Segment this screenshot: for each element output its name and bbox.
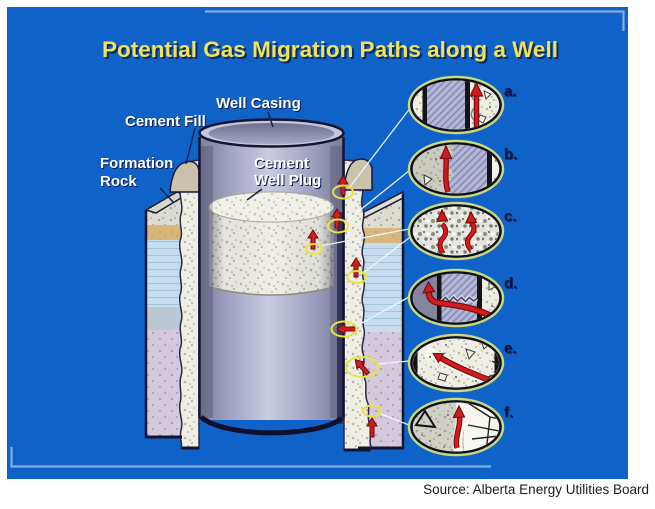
cement-plug-leader [246,188,263,201]
cement-fill-label: Cement Fill [125,113,206,130]
highlight-a [332,184,354,200]
callout-c [407,201,505,261]
callout-letter-f: f. [504,404,513,421]
source-caption: Source: Alberta Energy Utilities Board [423,482,649,497]
well-casing-leader [267,111,274,128]
well-casing-label: Well Casing [216,95,301,112]
highlight-f [362,404,382,418]
callout-d [407,268,505,328]
casing-rim-opening [208,123,335,144]
frame-bracket-bottom-left [10,447,491,468]
callout-letter-e: e. [504,340,517,357]
casing-inner-shade-left [201,146,213,418]
highlight-b [327,218,349,234]
slide-title: Potential Gas Migration Paths along a We… [102,37,558,62]
cement-fill-leader [185,127,196,165]
callout-leaders [319,106,412,426]
callout-letter-b: b. [504,146,517,163]
highlight-c2 [346,270,368,284]
highlight-c1 [305,243,323,255]
formation-rock-label-line2: Rock [100,173,137,190]
well-diagram [144,118,405,452]
callout-letter-d: d. [504,275,517,292]
cement-well-plug [208,191,335,296]
highlight-d [330,320,358,338]
formation-rock-label-line1: Formation [100,155,173,172]
cement-plug-label-line1: Cement [254,155,309,172]
cement-plug-label-line2: Well Plug [254,172,321,189]
highlight-e [345,356,379,378]
diagram-labels: Well Casing Cement Fill Formation Rock C… [100,95,321,204]
callout-e [407,333,505,393]
migration-highlights [305,175,382,438]
callout-f [407,397,505,457]
casing-wall-shadow-right [337,212,344,424]
casing-bottom-edge [199,414,344,436]
callout-a [407,75,505,135]
callout-b [407,139,505,199]
ground-bottom-edges [146,435,403,452]
cement-annulus-left [178,159,200,449]
callout-letter-a: a. [504,83,517,100]
frame-bracket-top-right [205,10,625,31]
callout-letter-labels: a. b. c. d. e. f. [504,83,517,421]
formation-rock-leader [159,187,175,204]
callout-letter-c: c. [504,208,517,225]
